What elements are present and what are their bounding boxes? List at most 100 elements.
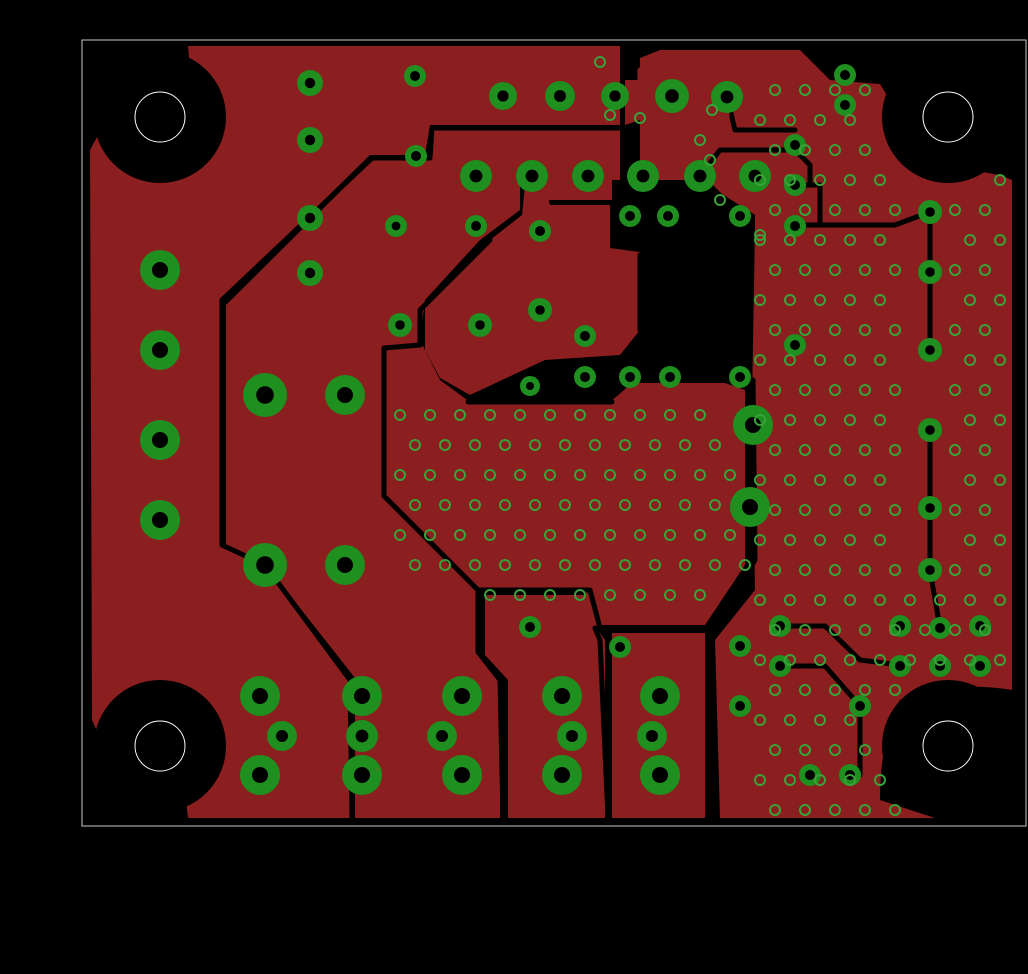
stitching-via (589, 439, 601, 451)
stitching-via (784, 654, 796, 666)
stitching-via (724, 469, 736, 481)
pad-drill (566, 730, 578, 742)
pad-31 (342, 755, 382, 795)
pad-5 (243, 373, 287, 417)
stitching-via (799, 84, 811, 96)
pad-drill (152, 432, 168, 448)
stitching-via (634, 409, 646, 421)
via-ring-20 (609, 636, 631, 658)
stitching-via (844, 114, 856, 126)
pad-2 (140, 330, 180, 370)
stitching-via (424, 469, 436, 481)
mounting-hole-clearance (882, 51, 1014, 183)
pad-drill (395, 320, 405, 330)
stitching-via (889, 324, 901, 336)
stitching-via (619, 439, 631, 451)
stitching-via (394, 469, 406, 481)
pad-drill (925, 267, 935, 277)
stitching-via (949, 264, 961, 276)
via-ring-22 (729, 695, 751, 717)
stitching-via (604, 469, 616, 481)
stitching-via (979, 444, 991, 456)
stitching-via (829, 204, 841, 216)
stitching-via (889, 204, 901, 216)
stitching-via (664, 409, 676, 421)
via-drill (735, 372, 745, 382)
stitching-via (529, 439, 541, 451)
pad-29 (342, 676, 382, 716)
stitching-via (844, 654, 856, 666)
stitching-via (589, 559, 601, 571)
via-drill (410, 71, 420, 81)
stitching-via (704, 154, 716, 166)
pad-drill (256, 386, 274, 404)
stitching-via (829, 624, 841, 636)
stitching-via (514, 409, 526, 421)
via-ring-3 (465, 215, 487, 237)
via-ring-10 (784, 174, 806, 196)
stitching-via (844, 774, 856, 786)
via-drill (790, 140, 800, 150)
via-ring-17 (729, 366, 751, 388)
stitching-via (844, 294, 856, 306)
stitching-via (829, 504, 841, 516)
stitching-via (964, 474, 976, 486)
stitching-via (769, 384, 781, 396)
stitching-via (409, 559, 421, 571)
stitching-via (706, 104, 718, 116)
stitching-via (874, 354, 886, 366)
stitching-via (829, 444, 841, 456)
copper-trace-1 (637, 57, 848, 121)
pad-drill (354, 688, 370, 704)
stitching-via (544, 469, 556, 481)
stitching-via (844, 354, 856, 366)
stitching-via (979, 624, 991, 636)
pad-10 (297, 127, 323, 153)
stitching-via (769, 624, 781, 636)
pad-8 (325, 545, 365, 585)
pad-drill (693, 169, 707, 183)
stitching-via (859, 564, 871, 576)
pad-drill (337, 557, 353, 573)
pad-drill (581, 169, 595, 183)
stitching-via (919, 624, 931, 636)
via-ring-13 (834, 94, 856, 116)
stitching-via (694, 409, 706, 421)
stitching-via (754, 774, 766, 786)
stitching-via (799, 744, 811, 756)
via-drill (735, 211, 745, 221)
stitching-via (814, 594, 826, 606)
stitching-via (409, 439, 421, 451)
via-drill (790, 340, 800, 350)
mounting-hole-clearance (94, 51, 226, 183)
stitching-via (799, 204, 811, 216)
stitching-via (694, 469, 706, 481)
stitching-via (799, 444, 811, 456)
pad-drill (925, 425, 935, 435)
mounting-hole-3 (94, 680, 226, 812)
pad-44 (918, 418, 942, 442)
pad-20 (572, 160, 604, 192)
stitching-via (859, 504, 871, 516)
stitching-via (559, 499, 571, 511)
mounting-hole-drill (922, 91, 974, 143)
stitching-via (994, 594, 1006, 606)
stitching-via (589, 499, 601, 511)
pad-drill (354, 767, 370, 783)
pad-24 (733, 405, 773, 445)
trace-4 (381, 237, 493, 351)
trace-7 (705, 630, 713, 821)
stitching-via (859, 384, 871, 396)
pad-drill (436, 730, 448, 742)
stitching-via (874, 474, 886, 486)
trace-3 (381, 345, 506, 821)
stitching-via (889, 504, 901, 516)
stitching-via (754, 114, 766, 126)
stitching-via (859, 804, 871, 816)
stitching-via (769, 204, 781, 216)
mounting-hole-drill (134, 720, 186, 772)
via-ring-30 (969, 655, 991, 677)
stitching-via (829, 264, 841, 276)
stitching-via (439, 439, 451, 451)
via-drill (411, 151, 421, 161)
